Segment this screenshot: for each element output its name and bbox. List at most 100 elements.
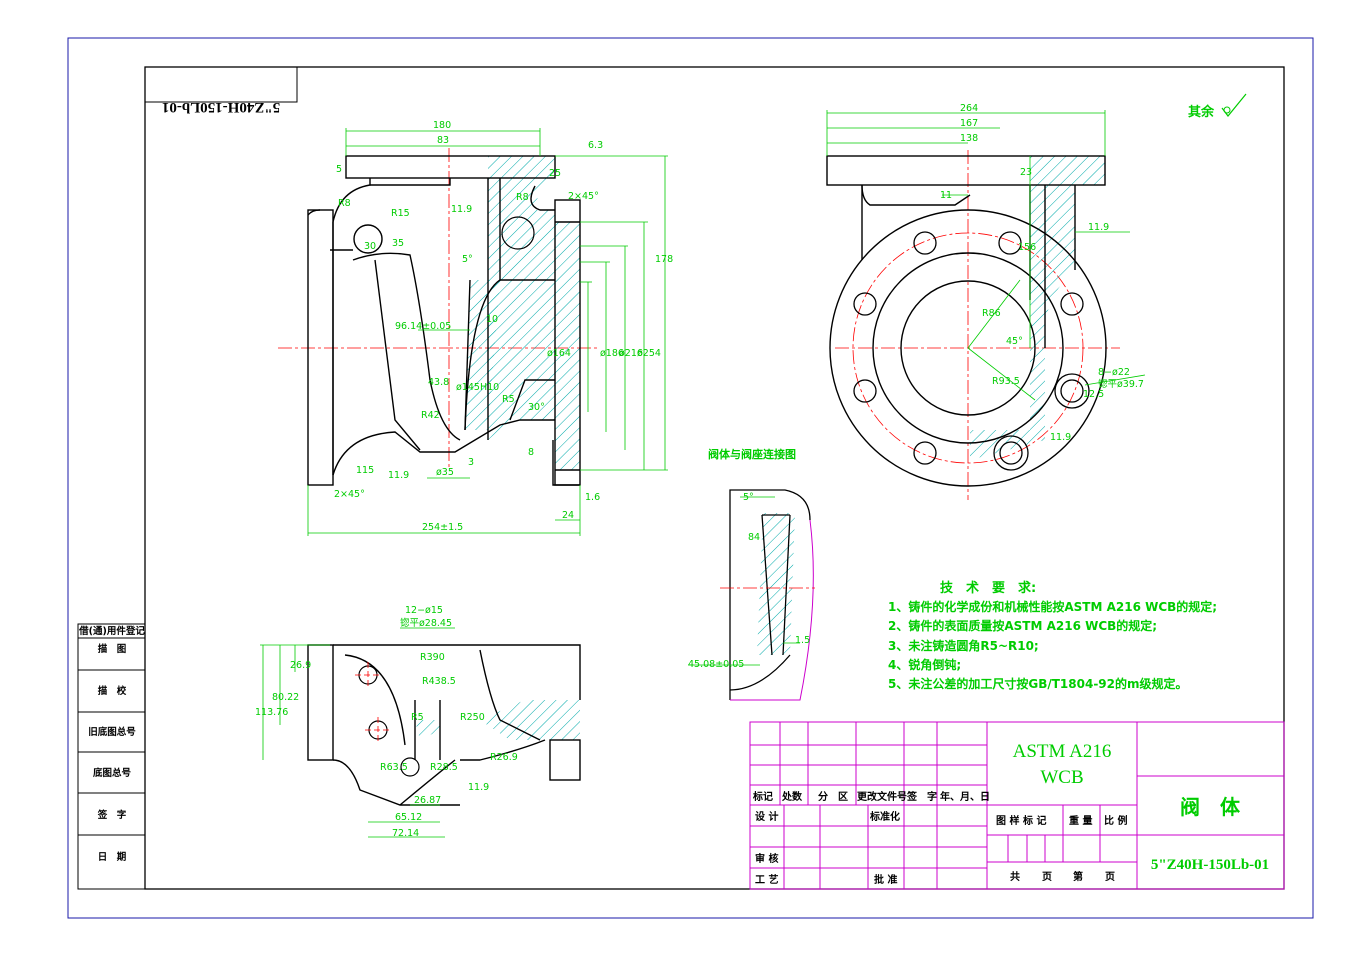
dim-label: R15 <box>391 208 410 219</box>
roughness-note: 其余 <box>1188 104 1215 120</box>
dim-label: 3 <box>468 457 474 468</box>
dim-label: R8 <box>516 192 529 203</box>
detail-view: 5° 84 1.5 45.08±0.05 <box>688 489 815 701</box>
weight-label: 重 量 <box>1069 814 1092 827</box>
inner-border <box>144 66 1285 890</box>
dim-label: 1.6 <box>585 492 600 503</box>
tech-item: 1、铸件的化学成份和机械性能按ASTM A216 WCB的规定; <box>888 599 1217 614</box>
title-block <box>749 721 1285 890</box>
standardize-label: 标准化 <box>869 810 900 823</box>
dim-label: 5° <box>462 254 473 265</box>
scale-label: 比 例 <box>1104 814 1127 827</box>
dim-label: 11.9 <box>388 470 409 481</box>
dim-label: 72.14 <box>392 828 419 839</box>
dim-label: R42 <box>421 410 440 421</box>
dim-label: R26.9 <box>490 752 518 763</box>
dim-label: 12.5 <box>1083 389 1104 400</box>
check-label: 审 核 <box>755 852 778 865</box>
dim-label: ø145H10 <box>456 382 499 393</box>
dim-label: R438.5 <box>422 676 456 687</box>
dim-label: 2×45° <box>334 489 365 500</box>
dim-label: R390 <box>420 652 445 663</box>
dim-label: 45.08±0.05 <box>688 659 744 670</box>
dim-label: ø164 <box>547 348 571 359</box>
dim-label: 6.3 <box>588 140 603 151</box>
side-table-row: 描 图 <box>98 643 127 655</box>
dim-label: 264 <box>960 103 978 114</box>
material-line2: WCB <box>1040 767 1083 788</box>
dim-label: 30 <box>364 241 376 252</box>
dim-label: 80.22 <box>272 692 299 703</box>
dim-label: ø216 <box>619 348 643 359</box>
mirrored-code: 5"Z40H-150Lb-01 <box>162 99 280 115</box>
dim-label: 8 <box>528 447 534 458</box>
rev-header: 标记 <box>752 790 773 803</box>
dim-label: 156 <box>1018 242 1036 253</box>
dim-label: 8−ø22 <box>1098 367 1130 378</box>
part-name: 阀 体 <box>1180 795 1241 819</box>
material-line1: ASTM A216 <box>1013 741 1112 762</box>
tech-requirements: 技 术 要 求: 1、铸件的化学成份和机械性能按ASTM A216 WCB的规定… <box>888 580 1217 691</box>
sheet-unit-label: 页 <box>1042 871 1052 883</box>
rev-header: 签 字 <box>906 790 937 803</box>
sheet-unit-label: 页 <box>1105 871 1115 883</box>
detail-title: 阀体与阀座连接图 <box>708 447 796 461</box>
side-table-row: 旧底图总号 <box>88 726 136 738</box>
dim-label: 25 <box>549 168 561 179</box>
dim-label: R63.5 <box>380 762 408 773</box>
dim-label: 96.14±0.05 <box>395 321 451 332</box>
rev-header: 更改文件号 <box>857 790 907 803</box>
dim-label: R250 <box>460 712 485 723</box>
dim-label: 35 <box>392 238 404 249</box>
dim-label: 254±1.5 <box>422 522 463 533</box>
process-label: 工 艺 <box>755 873 778 886</box>
dim-label: 180 <box>433 120 451 131</box>
tech-item: 2、铸件的表面质量按ASTM A216 WCB的规定; <box>888 618 1157 633</box>
sheet-label: 第 <box>1073 870 1083 883</box>
dim-label: 43.8 <box>428 377 449 388</box>
tech-item: 4、锐角倒钝; <box>888 657 961 672</box>
dim-label: 锪平ø28.45 <box>400 617 452 629</box>
side-view: 264 167 138 23 11 11.9 156 R86 45° R93.5… <box>826 103 1146 500</box>
dim-label: 11 <box>940 190 952 201</box>
drawing-number: 5"Z40H-150Lb-01 <box>1151 857 1269 873</box>
dim-label: 11.9 <box>1088 222 1109 233</box>
dim-label: 锪平ø39.7 <box>1098 378 1144 390</box>
dim-label: 5 <box>336 164 342 175</box>
front-view: 180 83 5 R8 R15 30 35 11.9 R8 25 2×45° 6… <box>278 120 673 536</box>
side-table-title: 借(通)用件登记 <box>78 625 145 637</box>
dim-label: 11.9 <box>451 204 472 215</box>
dim-label: 84 <box>748 532 760 543</box>
left-side-table <box>77 623 146 890</box>
dim-label: 26.87 <box>414 795 441 806</box>
dim-label: 26.9 <box>290 660 311 671</box>
outer-frame <box>67 37 1314 919</box>
design-label: 设 计 <box>755 810 778 823</box>
dim-label: 65.12 <box>395 812 422 823</box>
dim-label: 12−ø15 <box>405 605 443 616</box>
tech-item: 3、未注铸造圆角R5~R10; <box>888 638 1039 653</box>
dim-label: R93.5 <box>992 376 1020 387</box>
side-table-row: 底图总号 <box>92 767 132 779</box>
dim-label: ø35 <box>436 467 454 478</box>
dim-label: 115 <box>356 465 374 476</box>
dim-label: 11.9 <box>468 782 489 793</box>
side-table-row: 签 字 <box>97 809 127 821</box>
dim-label: R5 <box>502 394 515 405</box>
rev-header: 处数 <box>781 790 803 803</box>
total-label: 共 <box>1010 870 1020 883</box>
dim-label: ø254 <box>637 348 661 359</box>
dim-label: 138 <box>960 133 978 144</box>
rev-header: 年、月、日 <box>940 790 990 803</box>
side-table-row: 日 期 <box>98 851 127 863</box>
dim-label: R5 <box>411 712 424 723</box>
stage-mark-label: 图 样 标 记 <box>996 814 1046 827</box>
dim-label: 178 <box>655 254 673 265</box>
mirrored-code-box: 5"Z40H-150Lb-01 <box>144 66 298 115</box>
dim-label: 24 <box>562 510 574 521</box>
top-view: 12−ø15 锪平ø28.45 26.9 80.22 113.76 R390 R… <box>255 605 581 839</box>
dim-label: 11.9 <box>1050 432 1071 443</box>
dim-label: 83 <box>437 135 449 146</box>
dim-label: R86 <box>982 308 1001 319</box>
